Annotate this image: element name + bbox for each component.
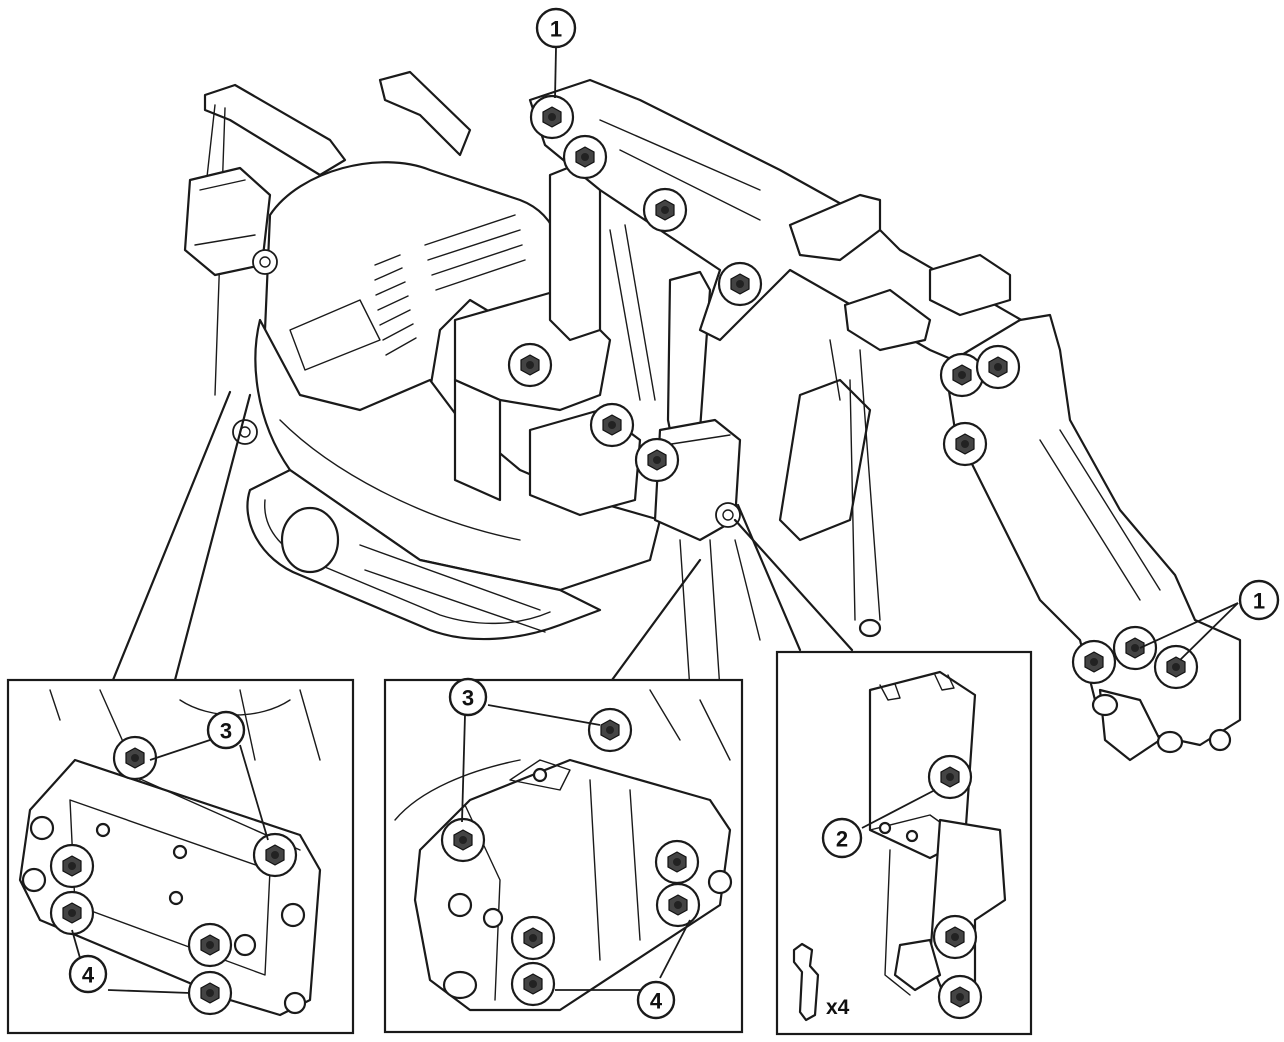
callout-1-right: 1 xyxy=(1238,579,1280,621)
callout-2: 2 xyxy=(821,817,863,859)
inset-middle: 3 4 xyxy=(383,677,744,1034)
inset-leader-lines xyxy=(111,390,854,682)
quantity-label: x4 xyxy=(826,996,850,1019)
clip-icon xyxy=(792,942,820,1022)
callout-1-top: 1 xyxy=(535,7,577,49)
svg-text:3: 3 xyxy=(220,719,232,744)
svg-text:4: 4 xyxy=(650,989,663,1014)
svg-text:4: 4 xyxy=(82,963,95,988)
callout-3-left: 3 xyxy=(206,710,246,750)
inset-left: 3 4 xyxy=(6,678,355,1035)
callout-4-left: 4 xyxy=(68,954,108,994)
svg-text:1: 1 xyxy=(1253,589,1265,614)
callout-3-middle: 3 xyxy=(448,677,488,717)
svg-text:2: 2 xyxy=(836,827,848,852)
svg-text:3: 3 xyxy=(462,686,474,711)
callout-4-middle: 4 xyxy=(636,980,676,1020)
svg-text:1: 1 xyxy=(550,17,562,42)
inset-right: 2 x4 xyxy=(775,650,1033,1036)
